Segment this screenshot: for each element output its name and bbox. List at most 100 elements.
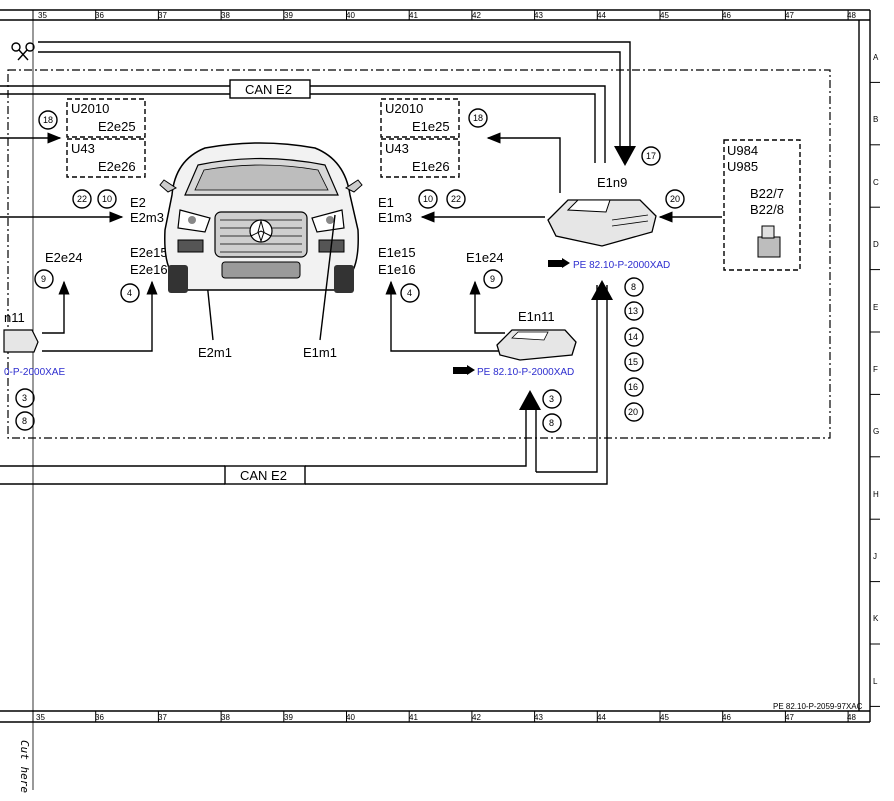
- scissors-icon: [11, 42, 35, 61]
- right-e1e24: E1e24: [466, 250, 504, 265]
- left-c22: 22: [77, 194, 87, 204]
- right-e1m3: E1m3: [378, 210, 412, 225]
- left-e2e26: E2e26: [98, 159, 136, 174]
- right-e1e15: E1e15: [378, 245, 416, 260]
- right-e1e26: E1e26: [412, 159, 450, 174]
- right-col-c15: 15: [628, 357, 638, 367]
- right-group: U2010 E1e25 U43 E1e26 18 E1 E1m3 10 22 E…: [303, 98, 722, 433]
- col-top-9: 44: [597, 11, 606, 20]
- left-c10: 10: [102, 194, 112, 204]
- left-c9: 9: [41, 274, 46, 284]
- far-u985: U985: [727, 159, 758, 174]
- col-top-0: 35: [38, 11, 47, 20]
- col-top-2: 37: [158, 11, 167, 20]
- left-c18: 18: [43, 115, 53, 125]
- right-e1: E1: [378, 195, 394, 210]
- col-top-4: 39: [284, 11, 293, 20]
- col-bot-6: 41: [409, 713, 418, 722]
- left-e2e16: E2e16: [130, 262, 168, 277]
- col-top-5: 40: [346, 11, 355, 20]
- can-e2-bottom-label: CAN E2: [240, 468, 287, 483]
- left-ref: 0-P-2000XAE: [4, 367, 65, 378]
- col-bot-9: 44: [597, 713, 606, 722]
- left-box-u43: [66, 138, 146, 178]
- col-top-11: 46: [722, 11, 731, 20]
- col-top-8: 43: [534, 11, 543, 20]
- row-D: D: [873, 240, 879, 249]
- row-E: E: [873, 303, 878, 312]
- right-e1e25: E1e25: [412, 119, 450, 134]
- right-e1n11: E1n11: [518, 309, 555, 324]
- right-col-c14: 14: [628, 332, 638, 342]
- col-bot-7: 42: [472, 713, 481, 722]
- right-col-c20: 20: [628, 407, 638, 417]
- col-bot-11: 46: [722, 713, 731, 722]
- col-bot-13: 48: [847, 713, 856, 722]
- left-e2m3: E2m3: [130, 210, 164, 225]
- right-c22: 22: [451, 194, 461, 204]
- left-group: U2010 E2e25 U43 E2e26 18 22 10 E2 E2m3 E…: [0, 98, 232, 431]
- right-c18: 18: [473, 113, 483, 123]
- col-bot-3: 38: [221, 713, 230, 722]
- can-e2-bottom: CAN E2: [224, 465, 306, 485]
- right-col-c16: 16: [628, 382, 638, 392]
- col-top-7: 42: [472, 11, 481, 20]
- row-A: A: [873, 53, 879, 62]
- row-G: G: [873, 427, 879, 436]
- right-c10: 10: [423, 194, 433, 204]
- col-top-6: 41: [409, 11, 418, 20]
- right-ref-1: PE 82.10-P-2000XAD: [573, 260, 670, 271]
- left-e2e25: E2e25: [98, 119, 136, 134]
- right-u2010: U2010: [385, 101, 423, 116]
- document-id: PE 82.10-P-2059-97XAC: [773, 702, 863, 711]
- right-c8: 8: [549, 418, 554, 428]
- right-e1n9: E1n9: [597, 175, 627, 190]
- ref-icon-2: [453, 365, 475, 375]
- left-u2010: U2010: [71, 101, 109, 116]
- col-bot-2: 37: [158, 713, 167, 722]
- right-box-u43: [380, 138, 460, 178]
- right-box-u2010: [380, 98, 460, 138]
- column-numbers: 35 36 37 38 39 40 41 42 43 44 45 46 47 4…: [36, 11, 856, 722]
- col-top-13: 48: [847, 11, 856, 20]
- left-c3: 3: [22, 393, 27, 403]
- left-e2m1: E2m1: [198, 345, 232, 360]
- left-e2e24: E2e24: [45, 250, 83, 265]
- left-n11: n11: [4, 310, 25, 325]
- bottom-wires: [0, 280, 613, 485]
- far-b22-7: B22/7: [750, 186, 784, 201]
- left-e2: E2: [130, 195, 146, 210]
- left-c8: 8: [22, 416, 27, 426]
- col-top-3: 38: [221, 11, 230, 20]
- right-c9: 9: [490, 274, 495, 284]
- right-col-c13: 13: [628, 306, 638, 316]
- top-wires: [0, 41, 636, 166]
- col-bot-4: 39: [284, 713, 293, 722]
- col-bot-1: 36: [95, 713, 104, 722]
- sensor-icon: [757, 225, 781, 258]
- left-c4: 4: [127, 288, 132, 298]
- ref-icon-1: [548, 258, 570, 268]
- far-u984: U984: [727, 143, 758, 158]
- right-c3: 3: [549, 394, 554, 404]
- cut-here-text: Cut here: [18, 740, 31, 793]
- left-box-u2010: [66, 98, 146, 138]
- left-e2e15: E2e15: [130, 245, 168, 260]
- col-bot-0: 35: [36, 713, 45, 722]
- right-c20: 20: [670, 194, 680, 204]
- col-top-1: 36: [95, 11, 104, 20]
- row-C: C: [873, 178, 879, 187]
- sensor-group: U984 U985 B22/7 B22/8: [723, 139, 801, 271]
- left-u43: U43: [71, 141, 95, 156]
- col-bot-10: 45: [660, 713, 669, 722]
- component-boundary: [7, 69, 831, 439]
- row-B: B: [873, 115, 878, 124]
- car-front-illustration: [159, 142, 363, 293]
- row-H: H: [873, 490, 879, 499]
- col-bot-5: 40: [346, 713, 355, 722]
- col-bot-8: 43: [534, 713, 543, 722]
- col-top-12: 47: [785, 11, 794, 20]
- right-e1e16: E1e16: [378, 262, 416, 277]
- drawing-frame: [0, 9, 880, 790]
